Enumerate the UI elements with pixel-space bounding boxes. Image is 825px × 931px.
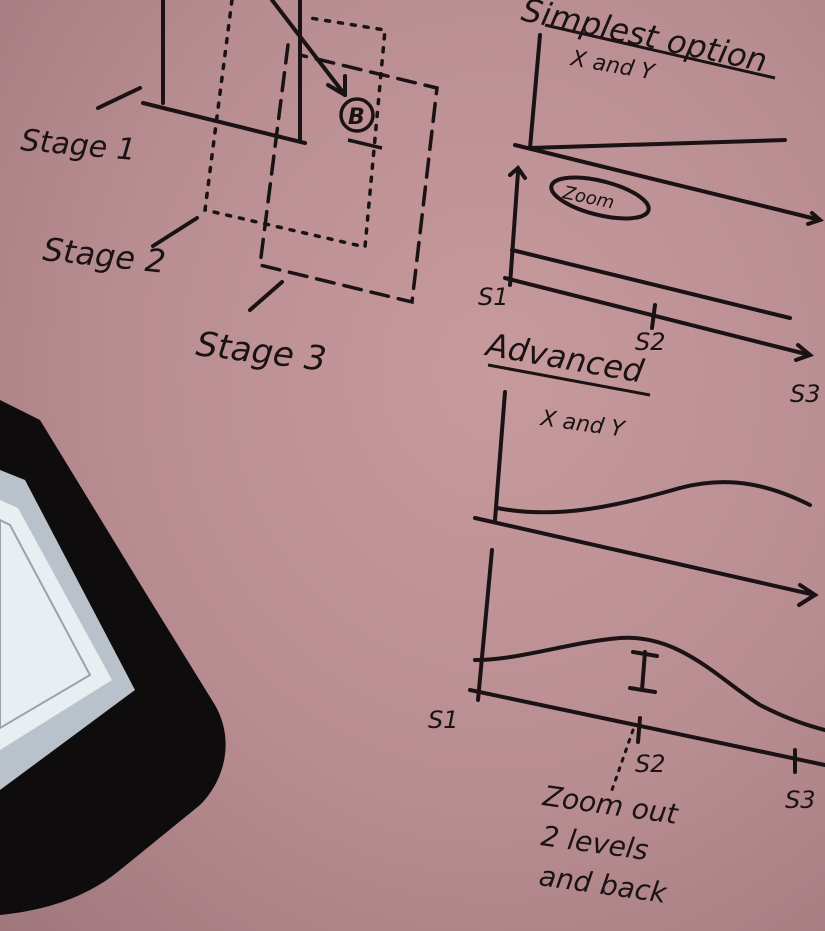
top-axis-s3: S3 — [790, 380, 821, 408]
circle-b-label: B — [348, 105, 365, 130]
advanced-title: Advanced — [482, 325, 647, 390]
stage-1-label: Stage 1 — [19, 123, 137, 168]
stage-2-label: Stage 2 — [41, 230, 167, 281]
note-line-2: 2 levels — [539, 819, 650, 867]
simplest-graph — [515, 35, 820, 224]
advanced-subtitle: X and Y — [538, 406, 627, 443]
note-line-3: and back — [537, 859, 670, 910]
advanced-graph — [475, 392, 815, 605]
bottom-axis-s2: S2 — [635, 750, 666, 778]
bottom-axis-s3: S3 — [785, 786, 816, 814]
stage-3-label: Stage 3 — [194, 324, 329, 380]
bottom-axis-s1: S1 — [428, 706, 459, 734]
zoom-label: Zoom — [560, 182, 616, 214]
top-axis-s1: S1 — [478, 283, 509, 311]
tablet-device — [0, 400, 226, 915]
